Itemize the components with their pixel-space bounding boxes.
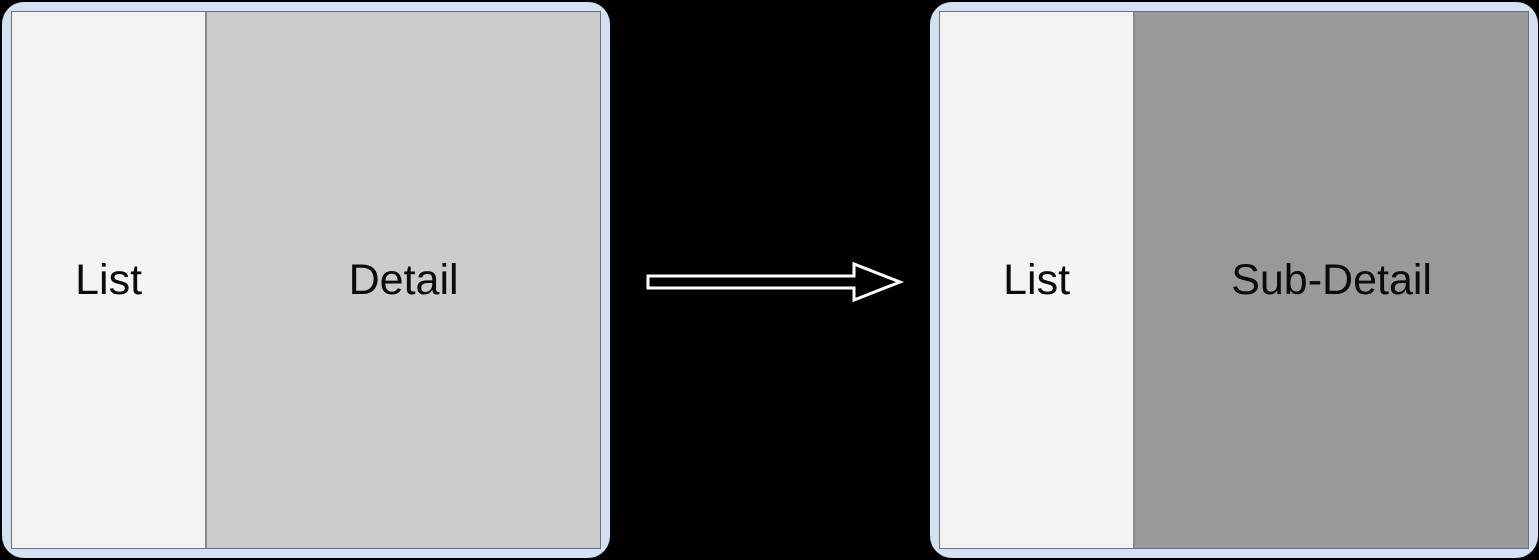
panel-before-list-label: List <box>75 255 143 304</box>
panel-after-sub-detail-column[interactable]: Sub-Detail <box>1135 12 1528 548</box>
panel-after-list-column[interactable]: List <box>940 12 1136 548</box>
panel-before-detail-label: Detail <box>348 255 459 304</box>
arrow-right-icon <box>644 258 906 306</box>
panel-before-detail-column[interactable]: Detail <box>207 12 600 548</box>
panel-after-sub-detail-label: Sub-Detail <box>1231 255 1432 304</box>
panel-after[interactable]: List Sub-Detail <box>930 2 1538 558</box>
panel-before-list-column[interactable]: List <box>12 12 208 548</box>
panel-before[interactable]: List Detail <box>2 2 610 558</box>
panel-after-list-label: List <box>1003 255 1071 304</box>
panel-before-content: List Detail <box>11 11 601 549</box>
panel-after-content: List Sub-Detail <box>939 11 1529 549</box>
arrow-right-shape <box>648 264 900 300</box>
